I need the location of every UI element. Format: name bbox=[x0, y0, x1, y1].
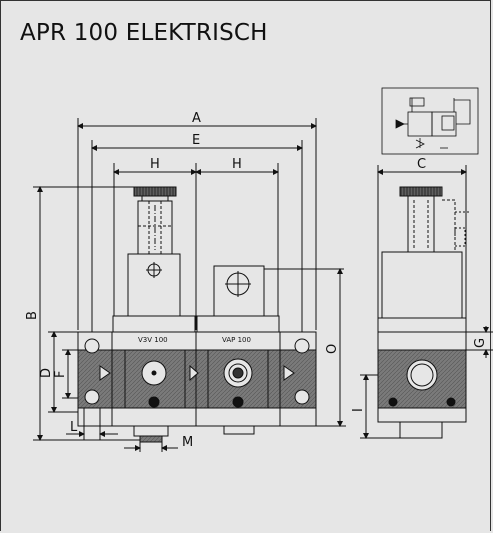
dimension-i-label: I bbox=[351, 408, 366, 412]
dimension-c-label: C bbox=[417, 157, 426, 172]
dimension-d-label: D bbox=[39, 368, 54, 378]
dimension-h-left-label: H bbox=[150, 157, 160, 172]
dimension-g-label: G bbox=[473, 338, 488, 348]
pneumatic-symbol-icon bbox=[381, 87, 479, 155]
dimension-m-label: M bbox=[182, 435, 193, 450]
module-label-right: VAP 100 bbox=[222, 336, 251, 344]
drawing-title: APR 100 ELEKTRISCH bbox=[20, 20, 268, 46]
dimension-o-label: O bbox=[325, 344, 340, 354]
dimension-e-label: E bbox=[192, 133, 200, 148]
dimension-h-right-label: H bbox=[232, 157, 242, 172]
dimension-l-label: L bbox=[70, 420, 78, 435]
dimension-b-label: B bbox=[25, 311, 40, 320]
side-view bbox=[360, 165, 493, 439]
dimension-a-label: A bbox=[192, 111, 201, 126]
dimension-f-label: F bbox=[53, 371, 68, 378]
front-view bbox=[33, 118, 346, 452]
module-label-left: V3V 100 bbox=[138, 336, 168, 344]
